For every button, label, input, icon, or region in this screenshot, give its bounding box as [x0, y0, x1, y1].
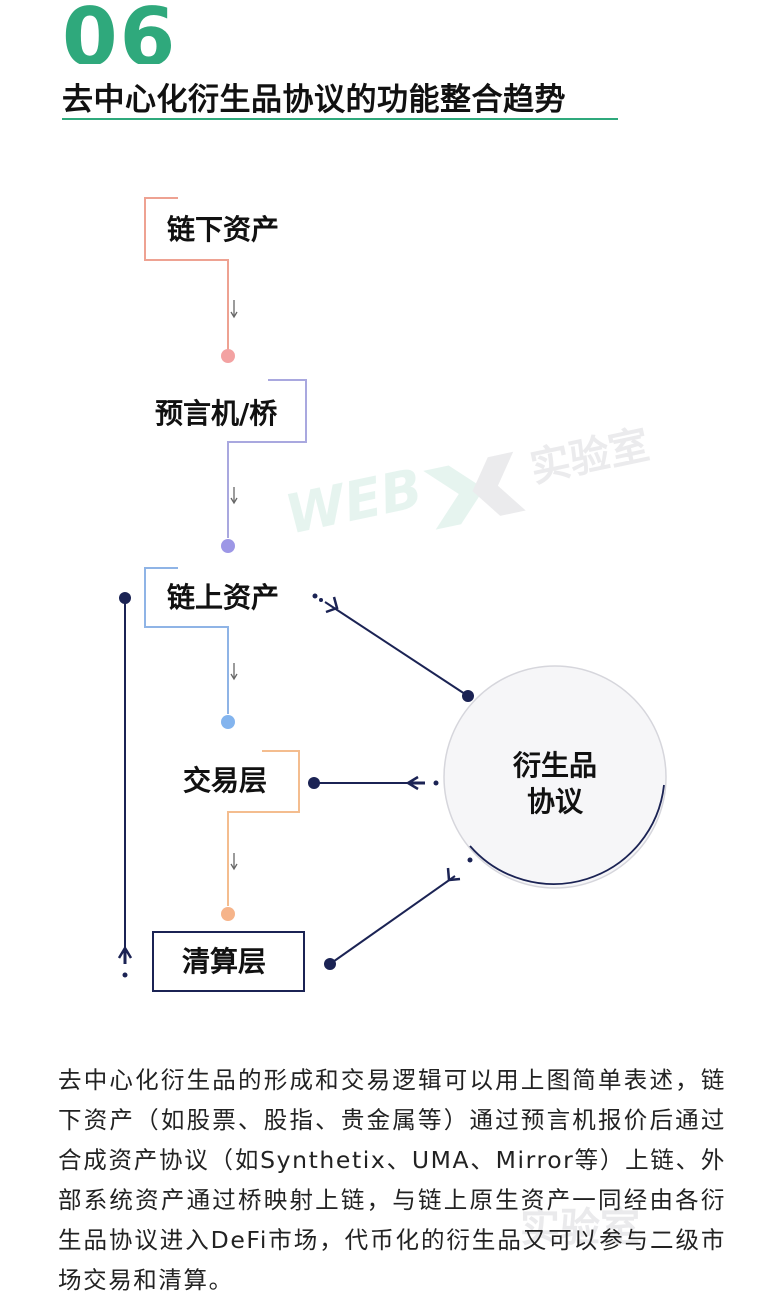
- node-dot-offchain: [221, 349, 235, 363]
- small-down-arrow-icon: [230, 663, 238, 681]
- node-dot-oracle: [221, 539, 235, 553]
- hub-label-line2: 协议: [526, 785, 583, 818]
- page-title: 去中心化衍生品协议的功能整合趋势: [62, 82, 566, 118]
- connector-clearing-hub: [324, 857, 473, 970]
- connector-hub-onchain: [312, 593, 474, 702]
- bracket-onchain-assets: [144, 567, 229, 714]
- node-label-onchain-assets: 链上资产: [167, 581, 280, 614]
- title-underline: [62, 118, 618, 120]
- hub-circle: [443, 665, 667, 889]
- node-label-clearing-layer: 清算层: [182, 945, 267, 978]
- bracket-offchain-assets: [144, 197, 229, 350]
- node-label-oracle-bridge: 预言机/桥: [155, 397, 278, 430]
- hub-label-line1: 衍生品: [512, 749, 597, 782]
- node-label-offchain-assets: 链下资产: [167, 213, 280, 246]
- body-paragraph: 去中心化衍生品的形成和交易逻辑可以用上图简单表述，链下资产（如股票、股指、贵金属…: [58, 1066, 726, 1294]
- box-clearing-layer: [152, 931, 305, 992]
- diagram-lines: [117, 197, 667, 992]
- flow-diagram: 链下资产 预言机/桥 链上资产 交易层 清算层 衍生品 协议: [0, 140, 780, 1020]
- small-down-arrow-icon: [230, 487, 238, 505]
- section-number: 06: [62, 0, 178, 64]
- small-down-arrow-icon: [230, 853, 238, 871]
- node-dot-trading: [221, 907, 235, 921]
- node-dot-onchain: [221, 715, 235, 729]
- bracket-trading-layer: [227, 750, 300, 906]
- node-label-trading-layer: 交易层: [183, 764, 268, 797]
- loop-line: [117, 592, 133, 978]
- small-down-arrow-icon: [230, 300, 238, 319]
- bracket-oracle-bridge: [227, 379, 307, 538]
- section-header: 06 去中心化衍生品协议的功能整合趋势: [0, 0, 780, 130]
- connector-hub-trading: [308, 775, 439, 791]
